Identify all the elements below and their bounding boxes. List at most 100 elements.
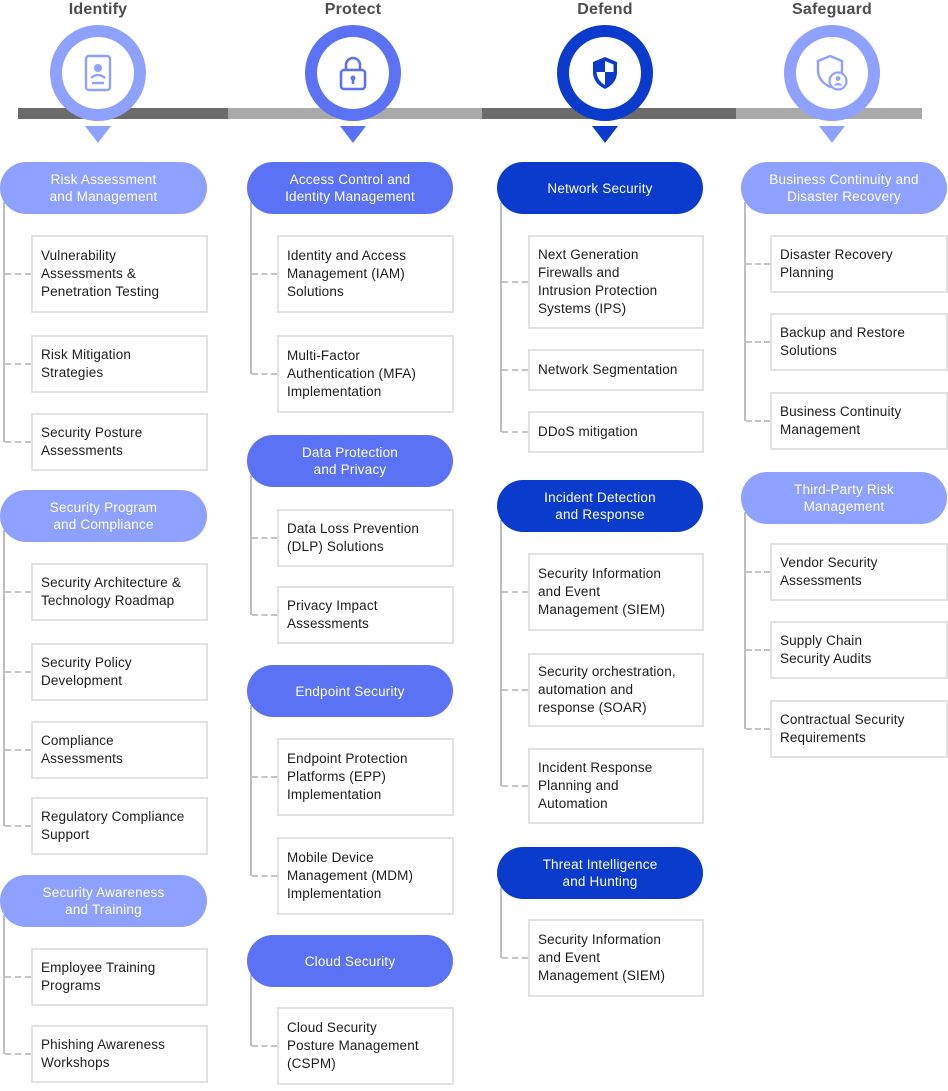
item-connector bbox=[502, 957, 528, 959]
group-connector bbox=[250, 705, 252, 876]
group-connector bbox=[3, 202, 5, 442]
item-connector bbox=[5, 976, 31, 978]
service-item: Employee Training Programs bbox=[31, 948, 208, 1006]
category-pill: Risk Assessment and Management bbox=[0, 162, 207, 214]
column-badge-safeguard bbox=[784, 25, 880, 121]
item-connector bbox=[5, 441, 31, 443]
item-connector bbox=[502, 281, 528, 283]
service-item: Privacy Impact Assessments bbox=[277, 586, 454, 644]
pointer-triangle-identify bbox=[85, 126, 111, 143]
item-connector bbox=[502, 369, 528, 371]
service-item: Compliance Assessments bbox=[31, 721, 208, 779]
category-pill: Threat Intelligence and Hunting bbox=[497, 847, 703, 899]
service-item: Incident Response Planning and Automatio… bbox=[528, 748, 704, 824]
pointer-triangle-defend bbox=[592, 126, 618, 143]
service-item: Business Continuity Management bbox=[770, 392, 948, 450]
item-connector bbox=[5, 825, 31, 827]
service-item: Data Loss Prevention (DLP) Solutions bbox=[277, 509, 454, 567]
service-item: Disaster Recovery Planning bbox=[770, 235, 948, 293]
pointer-triangle-protect bbox=[340, 126, 366, 143]
group-connector bbox=[744, 512, 746, 729]
service-item: Mobile Device Management (MDM) Implement… bbox=[277, 837, 454, 915]
category-pill: Access Control and Identity Management bbox=[247, 162, 453, 214]
group-connector bbox=[500, 202, 502, 432]
item-connector bbox=[252, 537, 277, 539]
service-item: Security Architecture & Technology Roadm… bbox=[31, 563, 208, 621]
group-connector bbox=[250, 475, 252, 615]
category-pill: Security Awareness and Training bbox=[0, 875, 207, 927]
service-item: Identity and Access Management (IAM) Sol… bbox=[277, 235, 454, 313]
item-connector bbox=[746, 341, 770, 343]
column-badge-defend bbox=[557, 25, 653, 121]
group-connector bbox=[500, 887, 502, 958]
category-pill: Third-Party Risk Management bbox=[741, 472, 947, 524]
service-item: Risk Mitigation Strategies bbox=[31, 335, 208, 393]
column-badge-protect bbox=[305, 25, 401, 121]
badge-core bbox=[317, 37, 389, 109]
id-badge-icon bbox=[83, 54, 113, 92]
item-connector bbox=[252, 373, 277, 375]
category-pill: Cloud Security bbox=[247, 935, 453, 987]
item-connector bbox=[502, 689, 528, 691]
service-item: Contractual Security Requirements bbox=[770, 700, 948, 758]
service-item: Vendor Security Assessments bbox=[770, 543, 948, 601]
item-connector bbox=[5, 591, 31, 593]
item-connector bbox=[5, 671, 31, 673]
group-connector bbox=[744, 202, 746, 421]
column-title-defend: Defend bbox=[577, 1, 633, 18]
category-pill: Endpoint Security bbox=[247, 665, 453, 717]
column-title-safeguard: Safeguard bbox=[791, 1, 873, 18]
pointer-triangle-safeguard bbox=[819, 126, 845, 143]
item-connector bbox=[252, 875, 277, 877]
group-connector bbox=[3, 915, 5, 1054]
column-badge-identify bbox=[50, 25, 146, 121]
category-pill: Network Security bbox=[497, 162, 703, 214]
item-connector bbox=[5, 363, 31, 365]
badge-core bbox=[569, 37, 641, 109]
service-item: Phishing Awareness Workshops bbox=[31, 1025, 208, 1083]
shield-user-icon bbox=[815, 54, 849, 92]
service-item: Security Information and Event Managemen… bbox=[528, 919, 704, 997]
service-item: Endpoint Protection Platforms (EPP) Impl… bbox=[277, 738, 454, 816]
item-connector bbox=[252, 1045, 277, 1047]
shield-icon bbox=[590, 55, 620, 91]
item-connector bbox=[502, 785, 528, 787]
category-pill: Business Continuity and Disaster Recover… bbox=[741, 162, 947, 214]
item-connector bbox=[252, 776, 277, 778]
service-item: Security Posture Assessments bbox=[31, 413, 208, 471]
item-connector bbox=[746, 649, 770, 651]
category-pill: Incident Detection and Response bbox=[497, 480, 703, 532]
item-connector bbox=[252, 614, 277, 616]
column-title-identify: Identify bbox=[68, 1, 128, 18]
service-item: Security orchestration, automation and r… bbox=[528, 653, 704, 727]
item-connector bbox=[746, 571, 770, 573]
category-pill: Security Program and Compliance bbox=[0, 490, 207, 542]
item-connector bbox=[746, 728, 770, 730]
service-item: Backup and Restore Solutions bbox=[770, 313, 948, 371]
group-connector bbox=[250, 202, 252, 374]
item-connector bbox=[5, 1053, 31, 1055]
padlock-icon bbox=[337, 54, 369, 92]
service-item: Regulatory Compliance Support bbox=[31, 797, 208, 855]
item-connector bbox=[502, 591, 528, 593]
item-connector bbox=[746, 420, 770, 422]
service-item: Security Information and Event Managemen… bbox=[528, 553, 704, 631]
badge-core bbox=[796, 37, 868, 109]
item-connector bbox=[746, 263, 770, 265]
item-connector bbox=[502, 431, 528, 433]
service-item: Multi-Factor Authentication (MFA) Implem… bbox=[277, 335, 454, 413]
service-item: Vulnerability Assessments & Penetration … bbox=[31, 235, 208, 313]
service-item: Security Policy Development bbox=[31, 643, 208, 701]
group-connector bbox=[3, 530, 5, 826]
column-title-protect: Protect bbox=[324, 1, 382, 18]
service-item: Supply Chain Security Audits bbox=[770, 621, 948, 679]
service-item: DDoS mitigation bbox=[528, 411, 704, 453]
service-item: Cloud Security Posture Management (CSPM) bbox=[277, 1007, 454, 1085]
service-item: Network Segmentation bbox=[528, 349, 704, 391]
item-connector bbox=[5, 749, 31, 751]
group-connector bbox=[250, 975, 252, 1046]
category-pill: Data Protection and Privacy bbox=[247, 435, 453, 487]
item-connector bbox=[5, 273, 31, 275]
item-connector bbox=[252, 273, 277, 275]
service-item: Next Generation Firewalls and Intrusion … bbox=[528, 235, 704, 329]
